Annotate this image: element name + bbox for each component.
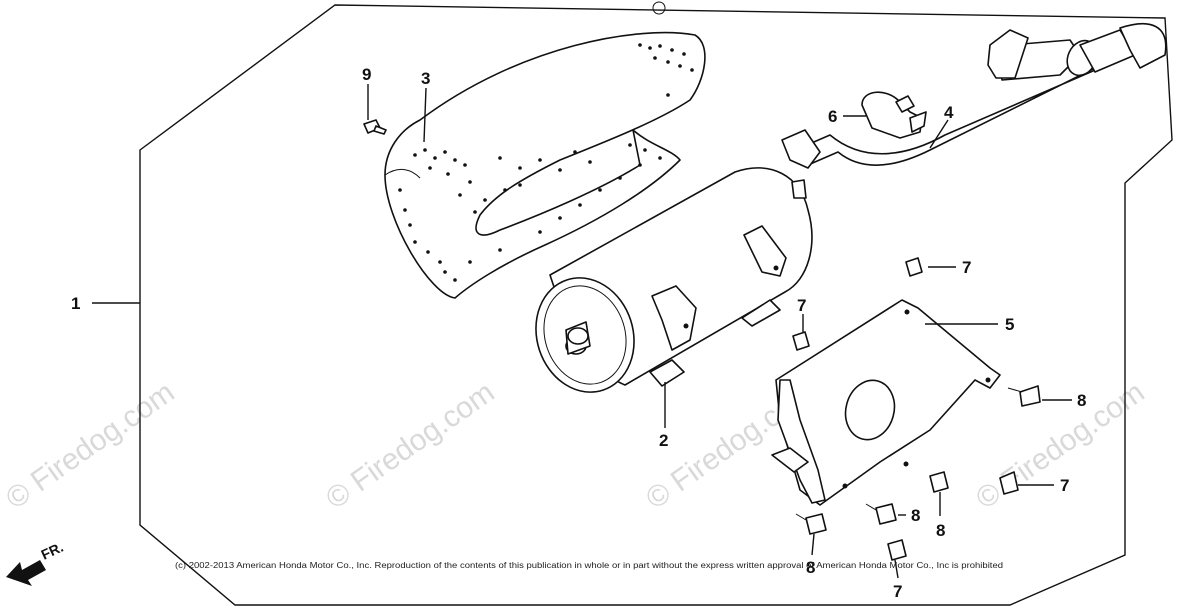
- callout-7-mid: 7: [797, 296, 806, 315]
- callout-3: 3: [421, 69, 430, 88]
- heat-shield: [384, 31, 706, 299]
- arrow-left-icon: [6, 560, 46, 586]
- callout-8-bottom: 8: [806, 558, 815, 577]
- callout-7-top: 7: [962, 258, 971, 277]
- callout-8-center: 8: [911, 506, 920, 525]
- muffler: [535, 167, 813, 393]
- watermark-1: © Firedog.com: [0, 376, 180, 516]
- top-marker: [652, 1, 666, 15]
- callout-7-bottom: 7: [893, 582, 902, 601]
- leader-lines: [92, 84, 1072, 579]
- callout-8-right: 8: [1077, 391, 1086, 410]
- callout-1: 1: [71, 294, 80, 313]
- callout-8-mid: 8: [936, 521, 945, 540]
- mounting-bracket: [771, 299, 1001, 506]
- callouts: 1 2 3 4 5 6 7 7 7 7 8 8 8 8 9: [71, 65, 1086, 601]
- callout-6: 6: [828, 107, 837, 126]
- copyright-notice: (c) 2002-2013 American Honda Motor Co., …: [175, 561, 1003, 570]
- pipe-clamp: [861, 91, 927, 139]
- direction-label: FR.: [39, 539, 66, 563]
- callout-2: 2: [659, 431, 668, 450]
- callout-7-right: 7: [1060, 476, 1069, 495]
- callout-5: 5: [1005, 315, 1014, 334]
- bolts: [792, 257, 1041, 561]
- bolt-9: [363, 119, 387, 135]
- watermarks: © Firedog.com © Firedog.com © Firedog.co…: [0, 376, 1150, 516]
- callout-4: 4: [944, 103, 954, 122]
- front-direction-indicator: FR.: [6, 539, 66, 586]
- callout-9: 9: [362, 65, 371, 84]
- assembly-boundary: [139, 4, 1173, 606]
- watermark-2: © Firedog.com: [320, 376, 500, 516]
- exhaust-pipe: [781, 22, 1167, 169]
